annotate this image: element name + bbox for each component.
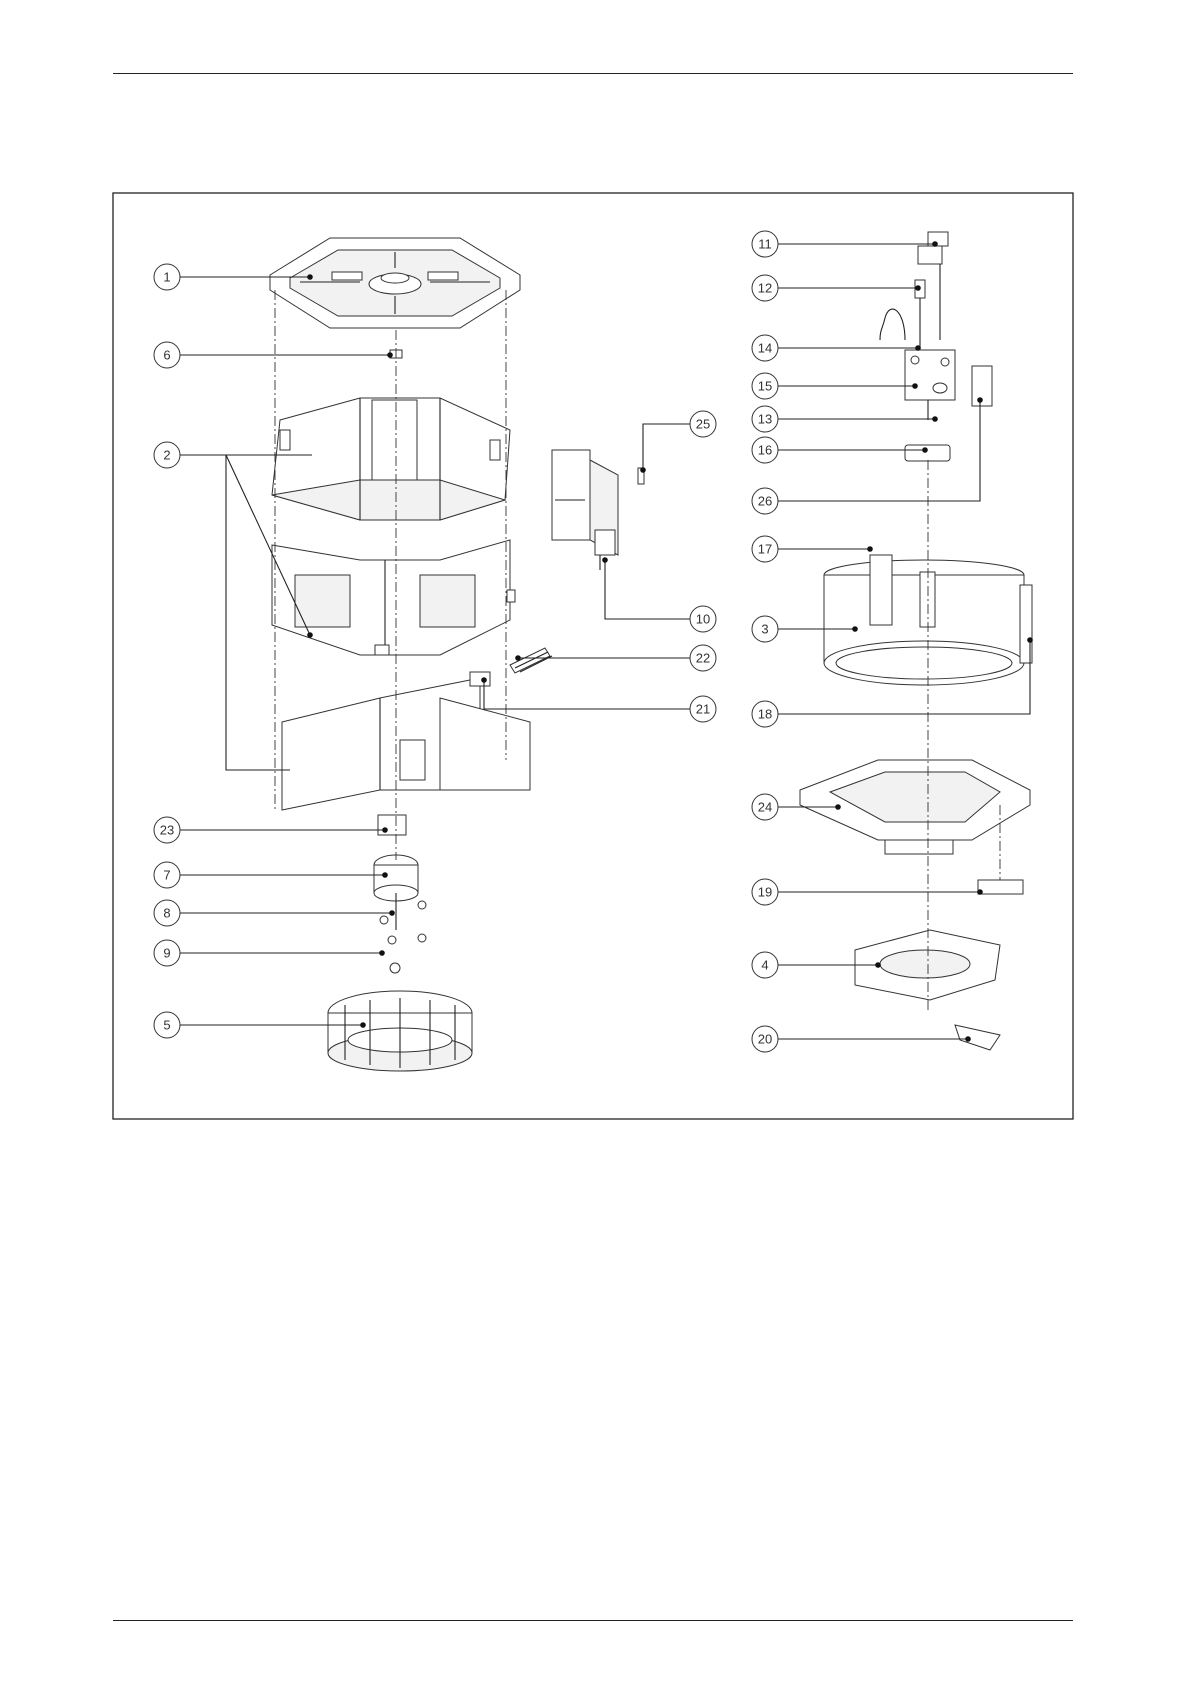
callout-dot <box>307 632 313 638</box>
callout-number: 4 <box>761 958 768 973</box>
callout-number: 7 <box>163 868 170 883</box>
callout-dot <box>932 416 938 422</box>
callout-dot <box>977 397 983 403</box>
callout-number: 3 <box>761 622 768 637</box>
callout-7: 7 <box>154 862 388 888</box>
callout-23: 23 <box>154 817 388 843</box>
top-plate <box>270 238 520 358</box>
callout-10: 10 <box>602 557 716 632</box>
callout-number: 13 <box>758 412 772 427</box>
part-20-bracket <box>955 1025 1000 1050</box>
callout-number: 24 <box>758 800 772 815</box>
callout-dot <box>387 352 393 358</box>
callout-number: 12 <box>758 281 772 296</box>
callout-dot <box>965 1036 971 1042</box>
part-23-bracket <box>378 815 406 835</box>
middle-housing <box>272 540 515 655</box>
callout-number: 20 <box>758 1032 772 1047</box>
callout-number: 19 <box>758 885 772 900</box>
callout-6: 6 <box>154 342 393 368</box>
callout-dot <box>867 546 873 552</box>
part-19-bracket <box>978 880 1023 894</box>
callout-dot <box>915 345 921 351</box>
callout-number: 2 <box>163 448 170 463</box>
callout-number: 11 <box>758 237 772 252</box>
callout-number: 5 <box>163 1018 170 1033</box>
callout-number: 9 <box>163 946 170 961</box>
callout-dot <box>640 467 646 473</box>
callout-number: 17 <box>758 542 772 557</box>
callout-13: 13 <box>752 406 938 432</box>
callout-25: 25 <box>640 411 716 473</box>
callout-19: 19 <box>752 879 983 905</box>
callout-number: 23 <box>160 823 174 838</box>
callout-9: 9 <box>154 940 385 966</box>
callout-leader-line <box>643 424 690 470</box>
lower-side-panels <box>282 678 530 835</box>
callout-14: 14 <box>752 335 921 361</box>
callout-dot <box>481 677 487 683</box>
callout-dot <box>602 557 608 563</box>
callout-dot <box>379 950 385 956</box>
callout-dot <box>835 804 841 810</box>
callout-dot <box>515 655 521 661</box>
callout-16: 16 <box>752 437 928 463</box>
callout-dot <box>389 910 395 916</box>
callout-number: 22 <box>696 651 710 666</box>
part-16-block <box>905 445 950 461</box>
callout-8: 8 <box>154 900 395 926</box>
callout-dot <box>875 962 881 968</box>
callout-number: 8 <box>163 906 170 921</box>
callout-dot <box>977 889 983 895</box>
callout-15: 15 <box>752 373 918 399</box>
callout-dot <box>1027 637 1033 643</box>
callout-leader-line <box>605 560 690 619</box>
callout-dot <box>307 274 313 280</box>
callout-number: 14 <box>758 341 772 356</box>
callout-number: 1 <box>163 270 170 285</box>
callout-number: 26 <box>758 494 772 509</box>
callout-dot <box>382 827 388 833</box>
callout-dot <box>382 872 388 878</box>
callout-11: 11 <box>752 231 938 257</box>
callout-number: 15 <box>758 379 772 394</box>
grille-panel <box>855 930 1000 1050</box>
callout-20: 20 <box>752 1026 971 1052</box>
callout-17: 17 <box>752 536 873 562</box>
callout-number: 21 <box>696 702 710 717</box>
callout-dot <box>360 1022 366 1028</box>
control-box <box>552 450 644 570</box>
callout-dot <box>912 383 918 389</box>
callout-dot <box>932 241 938 247</box>
callout-dot <box>852 626 858 632</box>
callout-21: 21 <box>481 677 716 722</box>
blower-wheel <box>328 991 472 1071</box>
upper-housing <box>272 398 510 520</box>
callout-number: 25 <box>696 417 710 432</box>
callout-number: 6 <box>163 348 170 363</box>
callout-12: 12 <box>752 275 921 301</box>
callout-number: 18 <box>758 707 772 722</box>
panel-frame <box>800 760 1030 894</box>
callout-number: 10 <box>696 612 710 627</box>
callout-dot <box>915 285 921 291</box>
callout-dot <box>922 447 928 453</box>
callout-number: 16 <box>758 443 772 458</box>
valve-group <box>880 232 992 461</box>
callout-leader-line <box>484 680 690 709</box>
